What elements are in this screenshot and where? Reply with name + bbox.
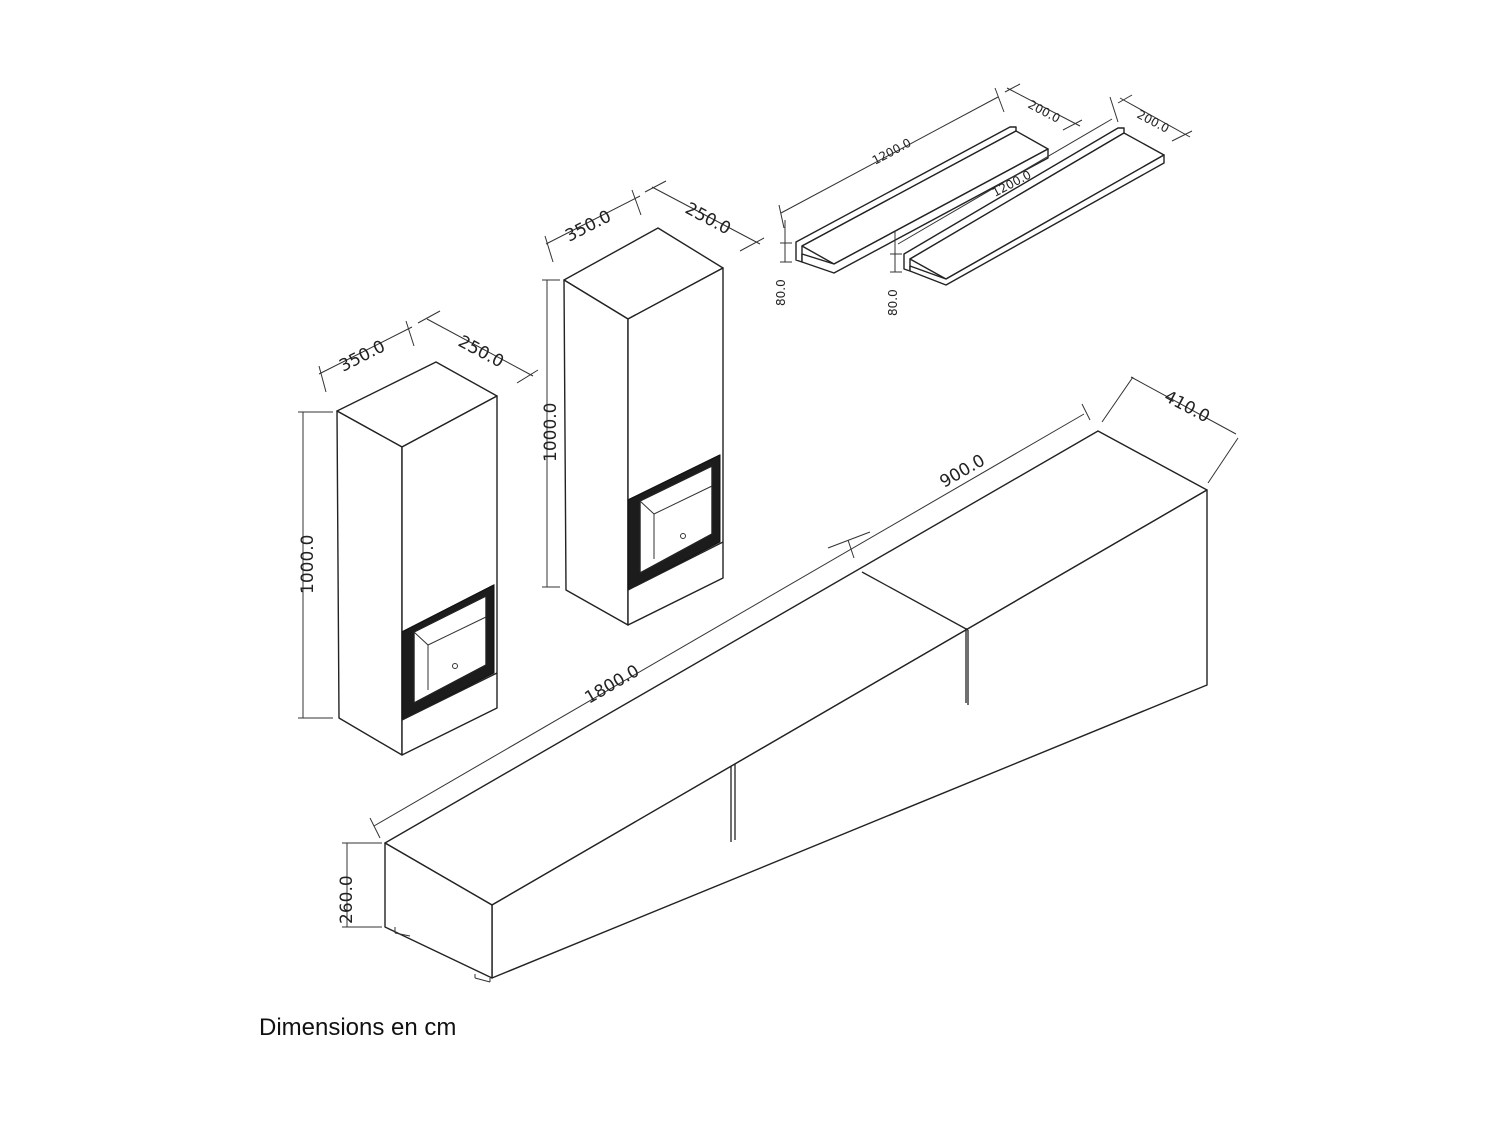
dim-shelf-right-depth-label: 200.0 [1135,107,1172,135]
dim-right-height-label: 1000.0 [541,403,561,462]
dim-shelf-left-height: 80.0 [774,220,792,306]
dim-right-height: 1000.0 [541,279,561,588]
dim-tv-depth-label: 410.0 [1161,387,1213,428]
dim-right-depth-label: 250.0 [682,199,734,240]
dim-shelf-left-depth-label: 200.0 [1026,97,1063,125]
dim-shelf-left-height-label: 80.0 [774,279,788,306]
dim-left-width-label: 350.0 [336,337,388,377]
dim-shelf-right-depth: 200.0 [1117,94,1193,142]
dim-left-height: 1000.0 [298,411,333,719]
dimensions-caption: Dimensions en cm [259,1014,457,1041]
dim-shelf-right-height-label: 80.0 [886,289,900,316]
dim-shelf-left-length-label: 1200.0 [870,136,914,168]
dim-shelf-left-depth: 200.0 [1004,83,1083,131]
dim-right-width-label: 350.0 [562,207,614,247]
dim-left-height-label: 1000.0 [298,535,318,594]
cabinet-right: 350.0 250.0 1000.0 [541,180,765,626]
dim-left-depth-label: 250.0 [455,332,507,373]
dim-tv-module-label: 900.0 [937,451,989,493]
dim-tv-height: 260.0 [337,842,382,928]
dim-tv-height-label: 260.0 [337,875,357,924]
cabinet-left: 350.0 250.0 1000.0 [298,310,539,756]
dim-shelf-right-height: 80.0 [886,232,902,316]
